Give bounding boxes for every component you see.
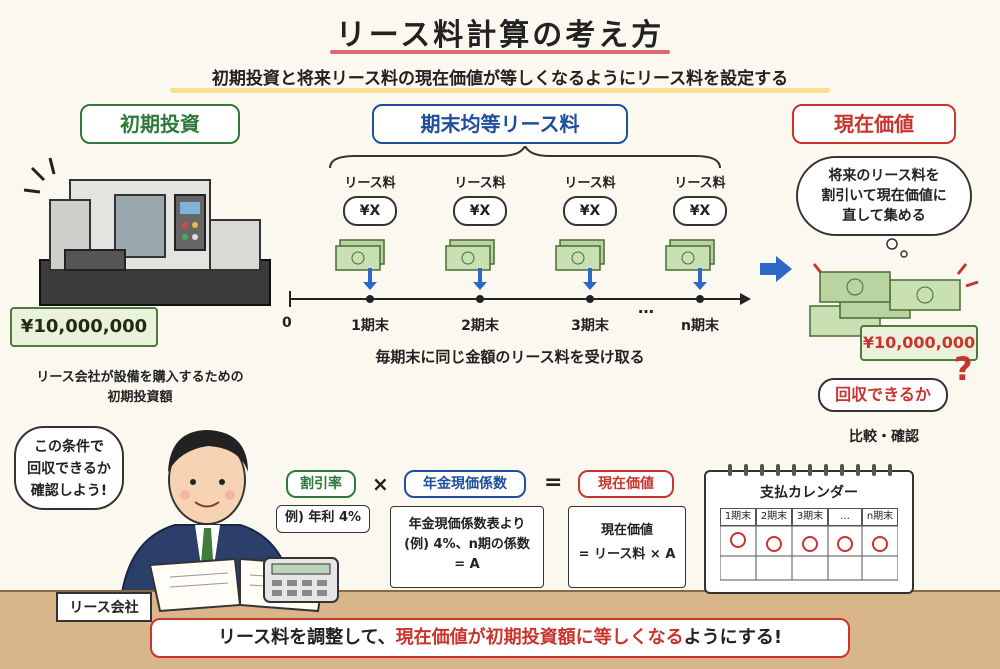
subtitle-highlight — [170, 88, 830, 93]
calendar-col-2: 2期末 — [756, 508, 792, 526]
person-speech-line-1: この条件で — [34, 439, 104, 455]
timeline-ellipsis: … — [638, 298, 654, 317]
lease-item-label-n: リース料 — [674, 176, 726, 191]
timeline-period-n: n期末 — [681, 318, 719, 334]
initial-investment-amount: ¥10,000,000 — [10, 307, 158, 347]
pv-formula-card: 現在価値 = リース料 × A — [568, 506, 686, 588]
money-stack-icon — [335, 239, 385, 290]
right-arrow-icon — [760, 256, 792, 282]
timeline-period-3: 3期末 — [571, 318, 609, 334]
person-speech-line-2: 回収できるか — [27, 461, 111, 477]
discount-rate-heading: 割引率 — [286, 470, 356, 498]
money-stack-icon — [445, 239, 495, 290]
calendar-col-n: n期末 — [862, 508, 898, 526]
recovery-question: 回収できるか — [818, 378, 948, 412]
title-underline — [330, 50, 670, 54]
pv-formula-line-1: 現在価値 — [600, 523, 653, 538]
lease-caption: 毎期末に同じ金額のリース料を受け取る — [375, 348, 645, 366]
person-speech-bubble: この条件で 回収できるか 確認しよう! — [14, 426, 124, 510]
discount-rate-example: 例) 年利 4% — [276, 505, 370, 533]
thought-dots-icon — [886, 238, 908, 258]
lease-amount-bubble-1: ¥X — [343, 196, 397, 226]
brace-icon — [329, 146, 721, 169]
initial-investment-caption: リース会社が設備を購入するための — [36, 370, 244, 385]
calendar-grid — [720, 526, 898, 581]
pv-formula-line-2: = リース料 × A — [578, 547, 676, 562]
initial-investment-caption-2: 初期投資額 — [107, 390, 173, 405]
money-stack-icon — [665, 239, 715, 290]
lease-item-label-2: リース料 — [454, 176, 506, 191]
compare-caption: 比較・確認 — [849, 429, 919, 445]
annuity-factor-heading: 年金現価係数 — [404, 470, 526, 498]
annuity-factor-line-3: = A — [454, 557, 480, 572]
timeline-period-1: 1期末 — [351, 318, 389, 334]
money-stacks — [335, 239, 715, 290]
annuity-factor-line-2: (例) 4%、n期の係数 — [404, 537, 530, 552]
money-stack-icon — [555, 239, 605, 290]
payment-calendar: 支払カレンダー 1期末 2期末 3期末 … n期末 — [704, 464, 914, 594]
page-subtitle: 初期投資と将来リース料の現在価値が等しくなるようにリース料を設定する — [211, 69, 789, 89]
calendar-col-3: 3期末 — [792, 508, 828, 526]
calendar-rings-icon — [728, 464, 892, 476]
equals-operator: = — [544, 470, 563, 495]
page-title: リース料計算の考え方 — [335, 18, 665, 53]
timeline-axis — [289, 291, 751, 307]
footer-banner: リース料を調整して、現在価値が初期投資額に等しくなるようにする! — [150, 618, 850, 658]
footer-part-1: リース料を調整して、 — [217, 627, 396, 648]
calendar-col-1: 1期末 — [720, 508, 756, 526]
initial-investment-heading: 初期投資 — [80, 104, 240, 144]
lease-amount-bubble-3: ¥X — [563, 196, 617, 226]
lease-item-label-3: リース料 — [564, 176, 616, 191]
calendar-title: 支払カレンダー — [760, 485, 858, 501]
footer-part-2: 現在価値が初期投資額に等しくなる — [395, 627, 684, 648]
footer-part-3: ようにする! — [683, 627, 783, 648]
lease-amount-bubble-n: ¥X — [673, 196, 727, 226]
present-value-heading: 現在価値 — [792, 104, 956, 144]
pv-thought-line-3: 直して集める — [842, 208, 926, 224]
calculator-icon — [263, 557, 339, 603]
lease-amount-bubble-2: ¥X — [453, 196, 507, 226]
timeline-zero: 0 — [282, 315, 292, 331]
lease-item-label-1: リース料 — [344, 176, 396, 191]
question-mark-icon: ? — [954, 350, 973, 388]
calendar-header-row: 1期末 2期末 3期末 … n期末 — [720, 508, 898, 526]
pv-amount: ¥10,000,000 — [860, 325, 978, 361]
machine-illustration — [23, 157, 271, 306]
sparkle-icon — [23, 157, 56, 194]
calendar-col-4: … — [828, 508, 862, 526]
pv-thought-bubble: 将来のリース料を 割引いて現在価値に 直して集める — [796, 156, 972, 236]
pv-formula-heading: 現在価値 — [578, 470, 674, 498]
annuity-factor-line-1: 年金現価係数表より — [408, 517, 526, 532]
lease-payments-heading: 期末均等リース料 — [372, 104, 628, 144]
timeline-period-2: 2期末 — [461, 318, 499, 334]
person-speech-line-3: 確認しよう! — [30, 483, 108, 499]
times-operator: × — [372, 472, 389, 496]
company-nameplate: リース会社 — [56, 592, 152, 622]
money-pile-illustration — [809, 263, 979, 337]
pv-thought-line-2: 割引いて現在価値に — [821, 188, 947, 204]
pv-thought-line-1: 将来のリース料を — [828, 168, 940, 184]
annuity-factor-card: 年金現価係数表より (例) 4%、n期の係数 = A — [390, 506, 544, 588]
